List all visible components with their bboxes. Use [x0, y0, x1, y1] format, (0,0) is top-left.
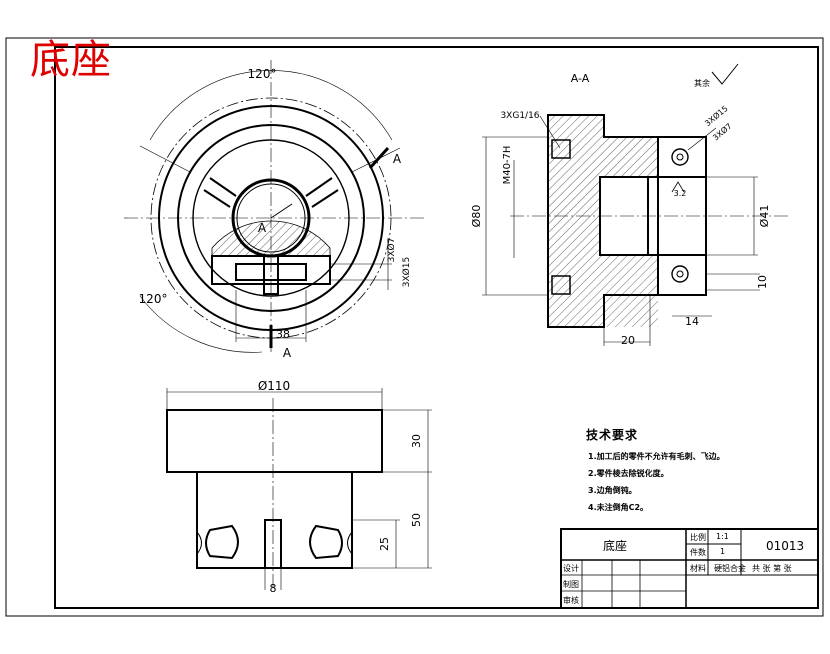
roughness-note: 其余 [694, 78, 710, 88]
title-block-qty-label: 件数 [690, 548, 706, 557]
tech-requirements-title: 技术要求 [586, 428, 639, 442]
section-title: A-A [571, 72, 590, 85]
title-block-scale-label: 比例 [690, 533, 706, 542]
dim-d41: Ø41 [758, 205, 771, 228]
tech-requirement-2: 2.零件棱去除锐化度。 [588, 469, 669, 478]
dim-pipe-thread: 3XG1/16 [500, 111, 539, 121]
title-block-sheet-info: 共 张 第 张 [752, 564, 792, 573]
title-block-drafter: 制图 [563, 580, 579, 589]
section-view: A-A 其余 [470, 63, 790, 347]
title-block-frame [560, 528, 819, 609]
dim-thread-7-top: 3XØ7 [386, 238, 397, 263]
dim-depth: 3.2 [674, 189, 687, 198]
section-mark-right: A [393, 152, 402, 166]
section-mark-center: A [258, 221, 267, 235]
title-block-qty-value: 1 [720, 547, 726, 556]
front-view: Ø110 30 50 25 8 [166, 379, 432, 595]
dim-20: 20 [621, 334, 635, 347]
dim-10: 10 [756, 275, 769, 289]
tech-requirement-1: 1.加工后的零件不允许有毛刺、飞边。 [588, 452, 725, 461]
dim-38: 38 [276, 328, 290, 341]
dim-30: 30 [410, 434, 423, 448]
section-mark-bottom: A [283, 346, 292, 360]
dim-14: 14 [685, 315, 699, 328]
dim-m40: M40-7H [502, 146, 513, 185]
tech-requirement-3: 3.边角倒钝。 [588, 486, 637, 495]
title-block-material-value: 硬铝合金 [714, 564, 746, 573]
tech-requirements: 技术要求 1.加工后的零件不允许有毛刺、飞边。 2.零件棱去除锐化度。 3.边角… [586, 426, 816, 519]
angle-left-label: 120° [139, 292, 168, 306]
drawing-title: 底座 [30, 37, 112, 83]
dim-25: 25 [378, 537, 391, 551]
inner-border [54, 46, 819, 609]
title-block-drawing-number: 01013 [766, 539, 805, 553]
title-block-checker: 审核 [563, 596, 579, 605]
dim-thread-7: 3XØ7 [710, 121, 733, 143]
dim-d110: Ø110 [258, 379, 290, 393]
title-block-designer: 设计 [563, 564, 579, 573]
dim-thread-15-top: 3XØ15 [401, 257, 412, 287]
top-view: 120° 120° A A A 38 3XØ7 3XØ15 [124, 60, 426, 360]
tech-requirement-4: 4.未注倒角C2。 [588, 503, 649, 512]
dim-50: 50 [410, 513, 423, 527]
dim-8: 8 [270, 582, 277, 595]
title-block-part-name: 底座 [603, 539, 628, 553]
dim-d80: Ø80 [470, 205, 483, 228]
outer-border [5, 37, 824, 617]
title-block-scale-value: 1:1 [716, 532, 729, 541]
title-block-material-label: 材料 [690, 564, 706, 573]
angle-top-label: 120° [248, 67, 277, 81]
